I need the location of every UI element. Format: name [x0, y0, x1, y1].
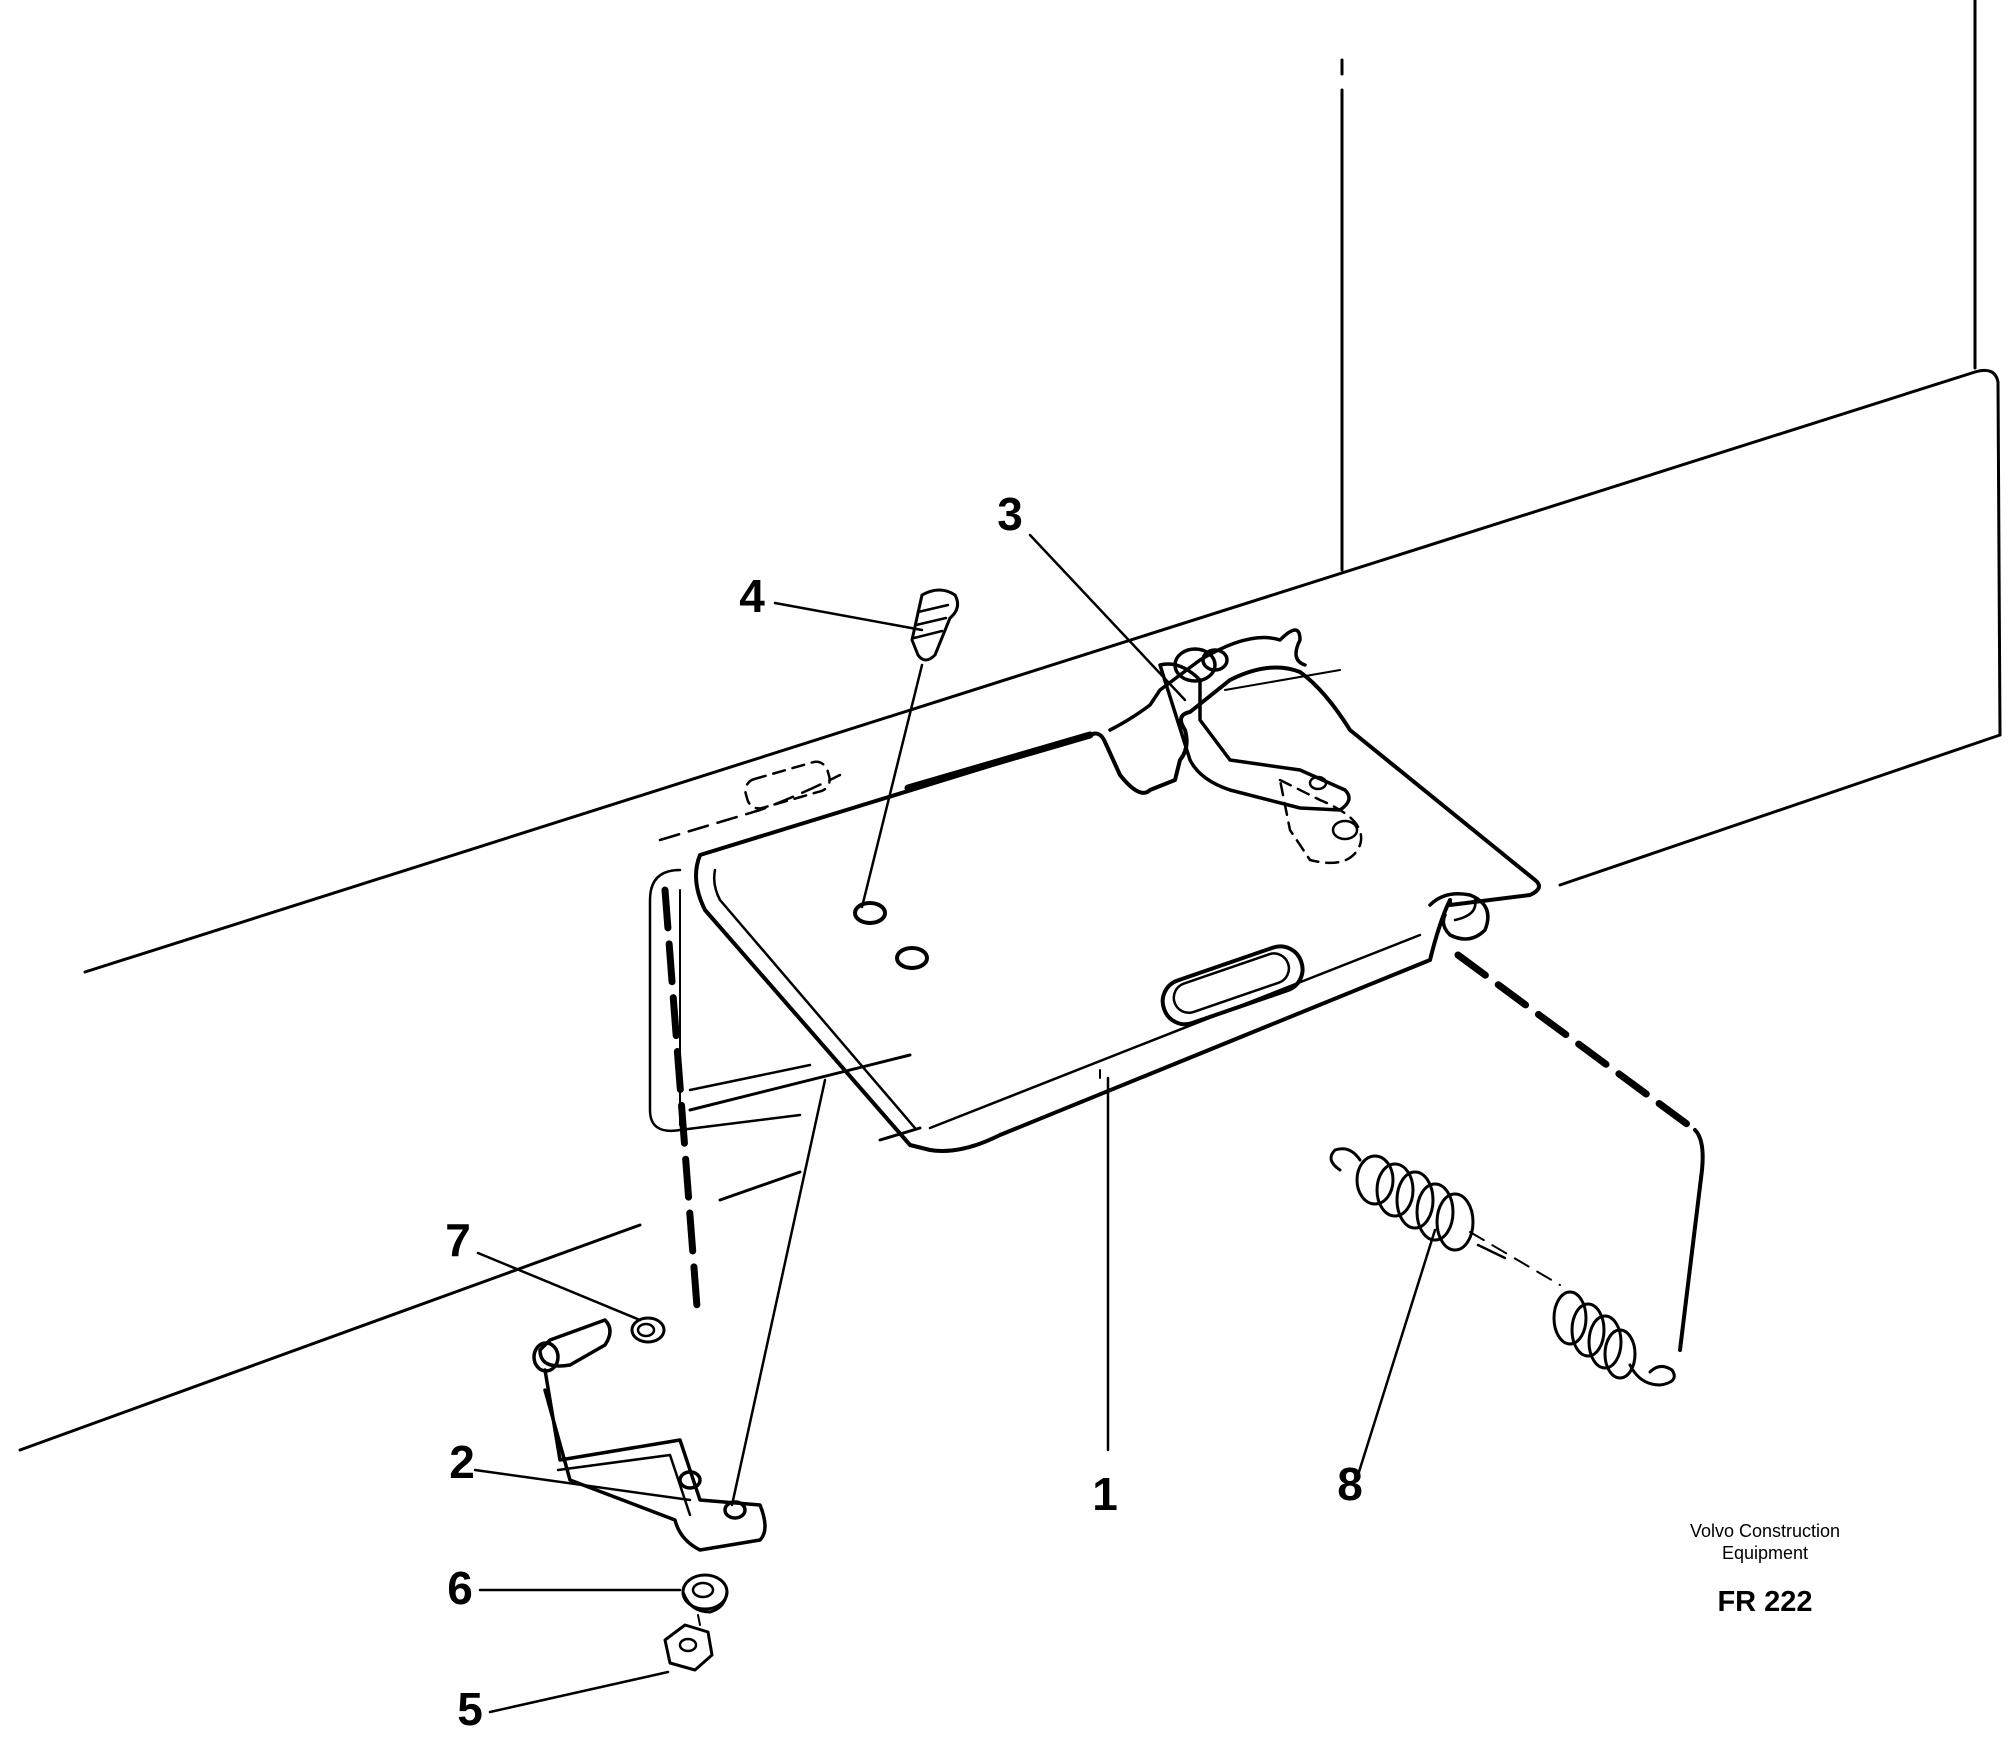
- coil-spring: [1329, 1147, 1676, 1387]
- leader-lines: [473, 533, 1437, 1714]
- washer-small: [630, 1316, 666, 1344]
- lower-hinge-bracket: [532, 1078, 827, 1552]
- callout-3: 3: [997, 488, 1023, 540]
- figure-code: FR 222: [1717, 1586, 1813, 1618]
- callout-1: 1: [1092, 1468, 1118, 1520]
- callout-7: 7: [445, 1214, 471, 1266]
- frame-body: [18, 0, 2002, 1452]
- callout-8: 8: [1337, 1458, 1363, 1510]
- callout-6: 6: [447, 1562, 473, 1614]
- credit-line-1: Volvo Construction: [1689, 1521, 1841, 1541]
- step-plate: [694, 665, 1541, 1153]
- callout-4: 4: [739, 570, 765, 622]
- washer: [681, 1573, 729, 1614]
- callout-labels: 1 2 3 4 5 6 7 8: [445, 488, 1363, 1735]
- bolt: [860, 588, 960, 909]
- callout-2: 2: [449, 1436, 475, 1488]
- hinge-bracket-upper: [1108, 628, 1351, 812]
- manufacturer-credit: Volvo Construction Equipment: [1645, 1520, 1885, 1564]
- credit-line-2: Equipment: [1721, 1543, 1809, 1563]
- spring-anchor: [1428, 892, 1490, 941]
- hidden-lines: [648, 731, 1705, 1352]
- callout-5: 5: [457, 1683, 483, 1735]
- nut: [663, 1614, 714, 1672]
